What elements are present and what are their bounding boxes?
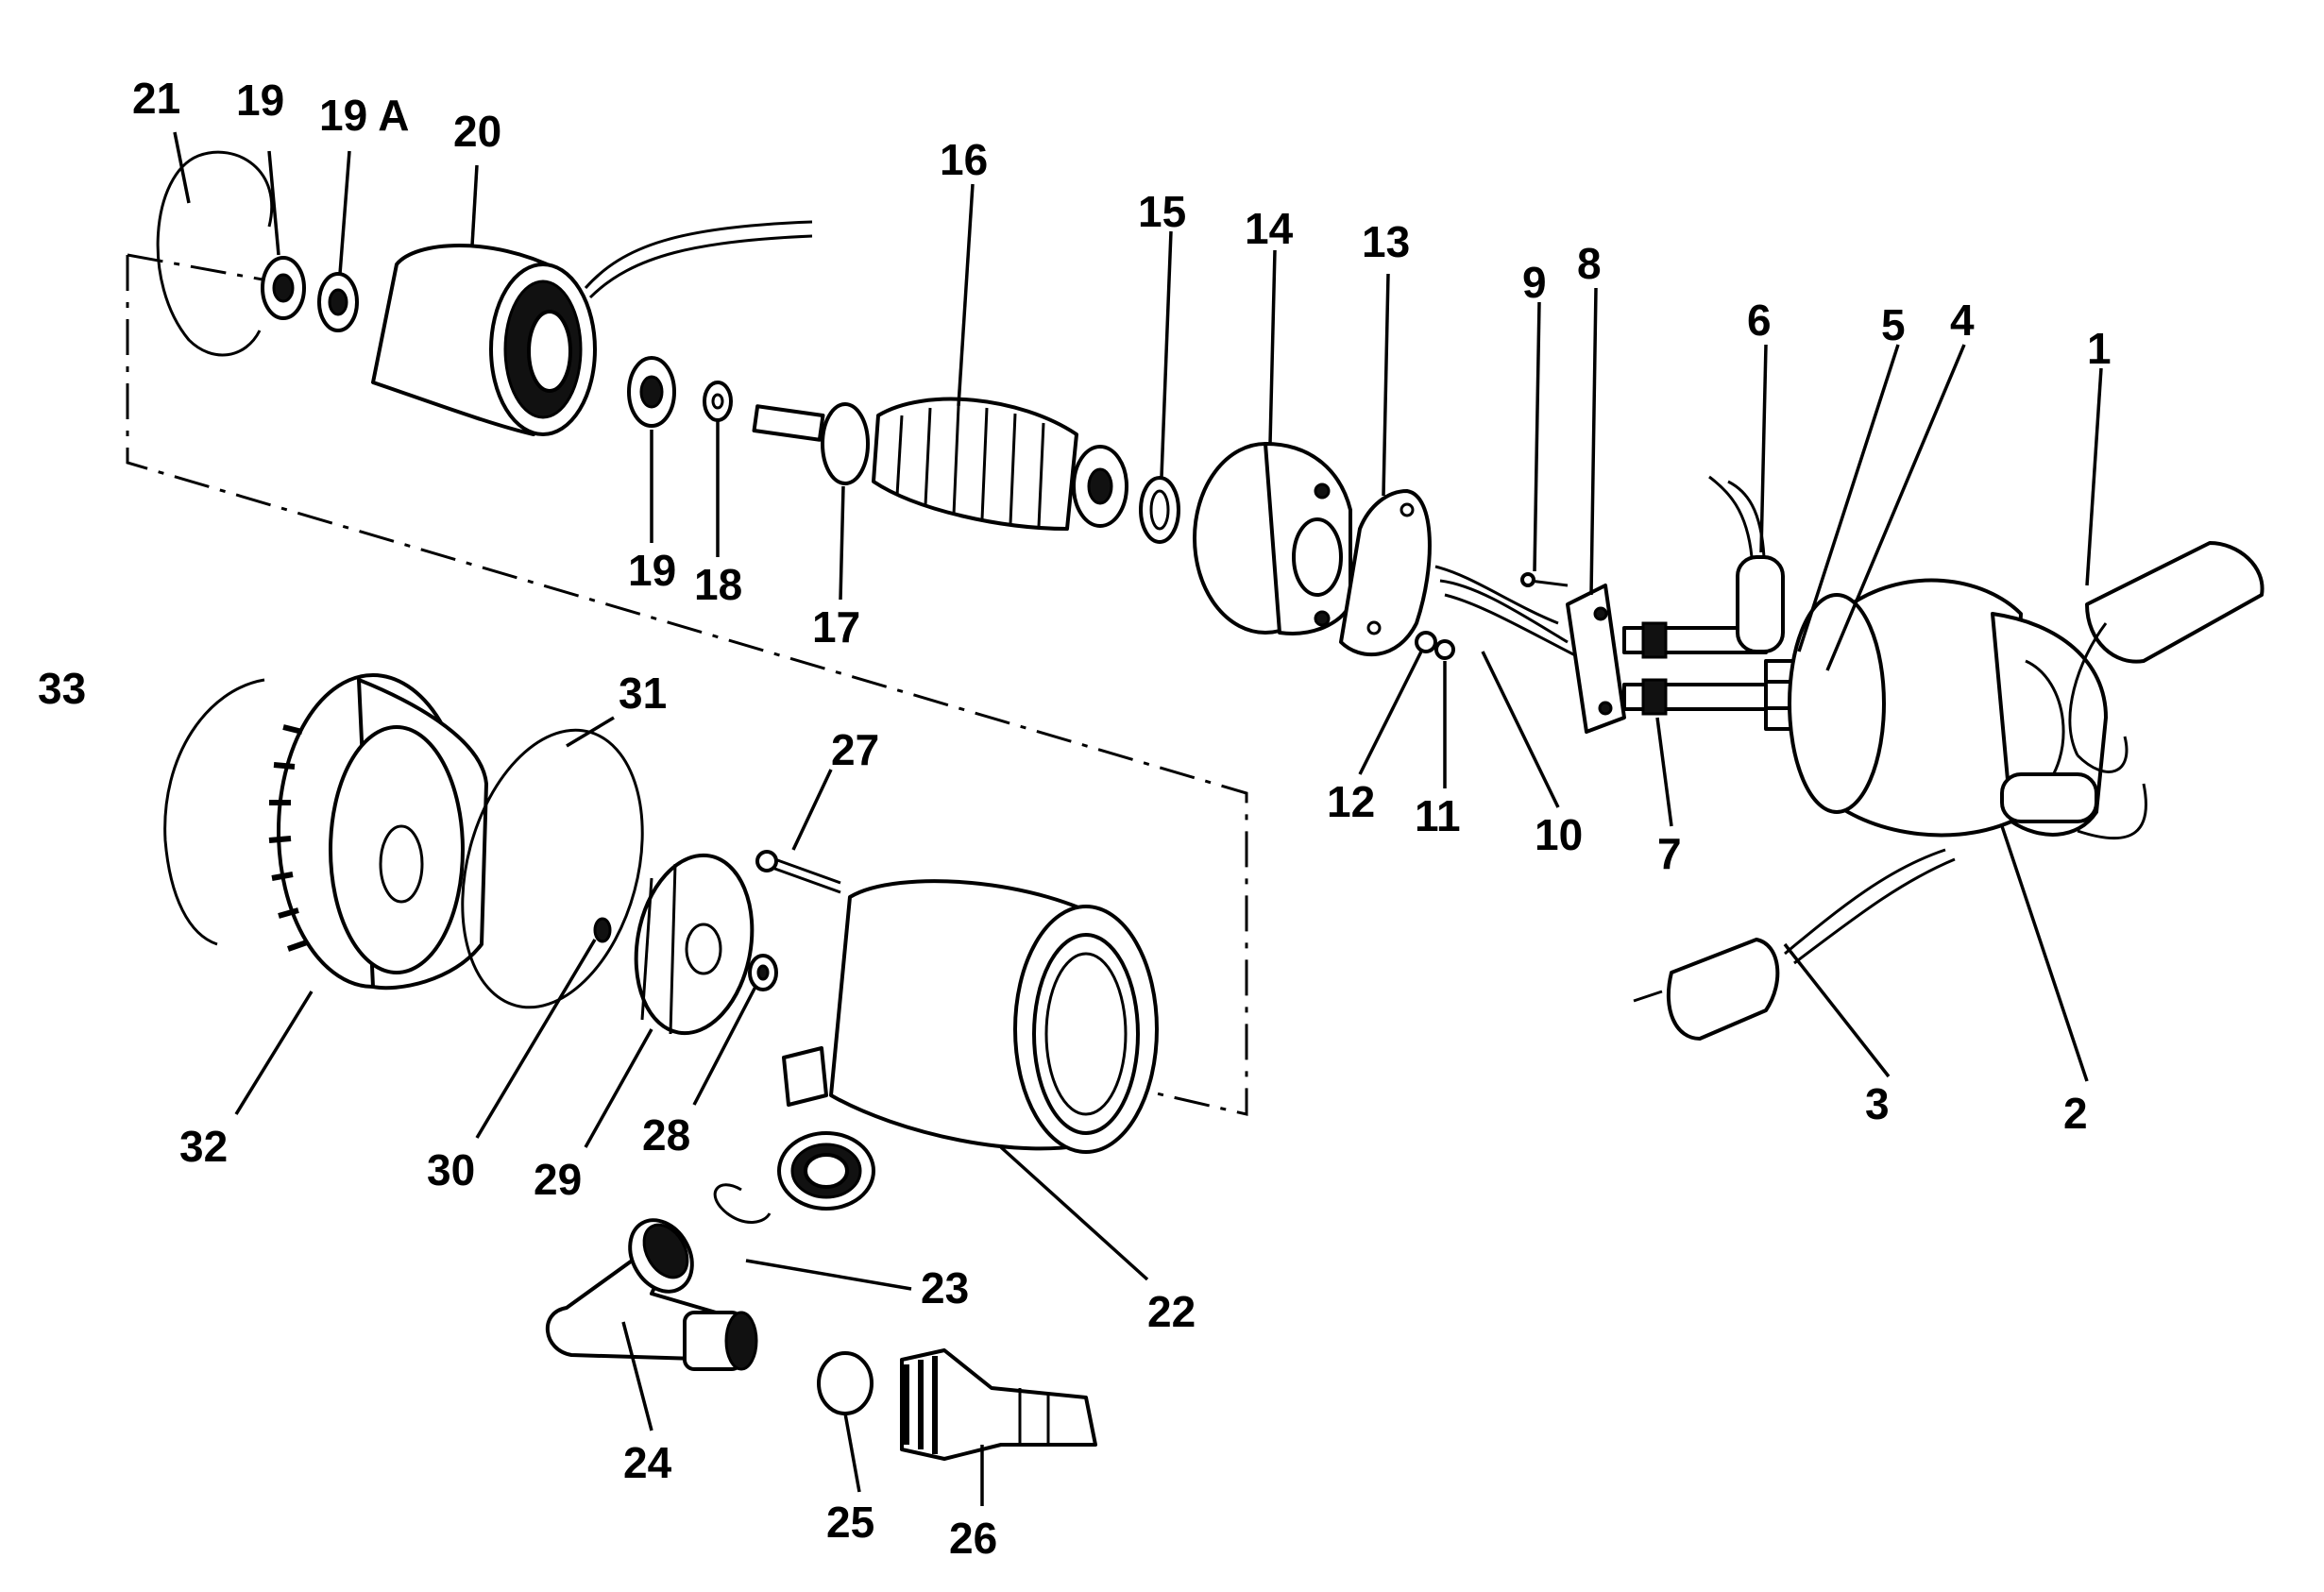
label-11: 11 (1415, 791, 1461, 840)
part-28-nut (748, 954, 778, 991)
label-22: 22 (1147, 1287, 1196, 1336)
rotor-slots (895, 405, 1045, 528)
label-18: 18 (694, 560, 742, 609)
label-29: 29 (534, 1155, 582, 1204)
label-17: 17 (812, 602, 860, 652)
label-28: 28 (642, 1110, 690, 1160)
label-33: 33 (38, 664, 86, 713)
part-6-capacitor (1708, 475, 1785, 653)
label-12: 12 (1327, 777, 1375, 826)
part-32-pump-base (268, 673, 488, 991)
part-29-impeller (634, 853, 755, 1036)
part-3-power-cord (1633, 783, 2147, 1041)
part-10-wire-harness (1434, 565, 1587, 663)
pump-base-fins (268, 724, 308, 952)
label-24: 24 (623, 1438, 672, 1487)
label-10: 10 (1535, 810, 1583, 859)
label-16: 16 (940, 135, 988, 184)
leader-lines (173, 131, 2103, 1506)
label-3: 3 (1865, 1079, 1890, 1128)
part-22-pump-housing (777, 879, 1159, 1211)
label-7: 7 (1657, 829, 1682, 878)
label-1: 1 (2087, 324, 2112, 373)
part-19-bearing-top (261, 256, 306, 320)
label-25: 25 (826, 1498, 874, 1547)
label-8: 8 (1577, 239, 1602, 288)
label-31: 31 (619, 669, 667, 718)
part-8-terminal-block (1566, 584, 1626, 734)
label-20: 20 (453, 107, 501, 156)
part-16-rotor (752, 397, 1128, 531)
label-19-top: 19 (236, 76, 284, 125)
assembly-guide-line-lower (127, 253, 284, 285)
label-14: 14 (1245, 204, 1294, 253)
part-30-spring (593, 917, 612, 943)
part-23-clip (713, 1183, 772, 1224)
label-23: 23 (921, 1263, 969, 1313)
label-21: 21 (132, 74, 180, 123)
label-2: 2 (2063, 1089, 2088, 1138)
part-18-washer (703, 381, 733, 422)
connector-threads (904, 1356, 938, 1454)
label-32: 32 (179, 1122, 228, 1171)
label-26: 26 (949, 1514, 997, 1563)
part-25-washer (817, 1351, 874, 1415)
label-9: 9 (1522, 258, 1547, 307)
part-21-retaining-ring (156, 150, 274, 357)
part-12-nut (1415, 631, 1437, 653)
label-5: 5 (1881, 300, 1906, 349)
assembly-guide-line-upper (126, 255, 1248, 1116)
part-13-plate (1339, 489, 1432, 656)
part-19-bearing-lower (627, 356, 676, 428)
label-13: 13 (1362, 217, 1410, 266)
label-15: 15 (1138, 187, 1186, 236)
part-9-screw (1520, 572, 1569, 587)
label-19-lower: 19 (628, 546, 676, 595)
part-33-strainer-plate (163, 678, 265, 946)
label-19a: 19 A (319, 91, 409, 140)
label-27: 27 (831, 725, 879, 774)
label-30: 30 (427, 1145, 475, 1194)
label-6: 6 (1747, 296, 1772, 345)
part-15-seal (1139, 476, 1180, 544)
label-4: 4 (1950, 296, 1975, 345)
part-19a-bearing (317, 272, 359, 332)
part-11-nut (1434, 639, 1455, 660)
part-14-end-housing (1193, 442, 1352, 635)
callout-labels: 21 19 19 A 20 16 15 14 13 9 8 6 5 4 1 19… (38, 74, 2112, 1563)
part-2-motor-housing (1788, 578, 2108, 838)
part-27-bolt (755, 850, 841, 894)
part-24-elbow (545, 1218, 758, 1371)
part-1-float-switch (2068, 541, 2265, 773)
part-20-stator (371, 220, 813, 436)
part-26-hose-connector (900, 1348, 1097, 1461)
